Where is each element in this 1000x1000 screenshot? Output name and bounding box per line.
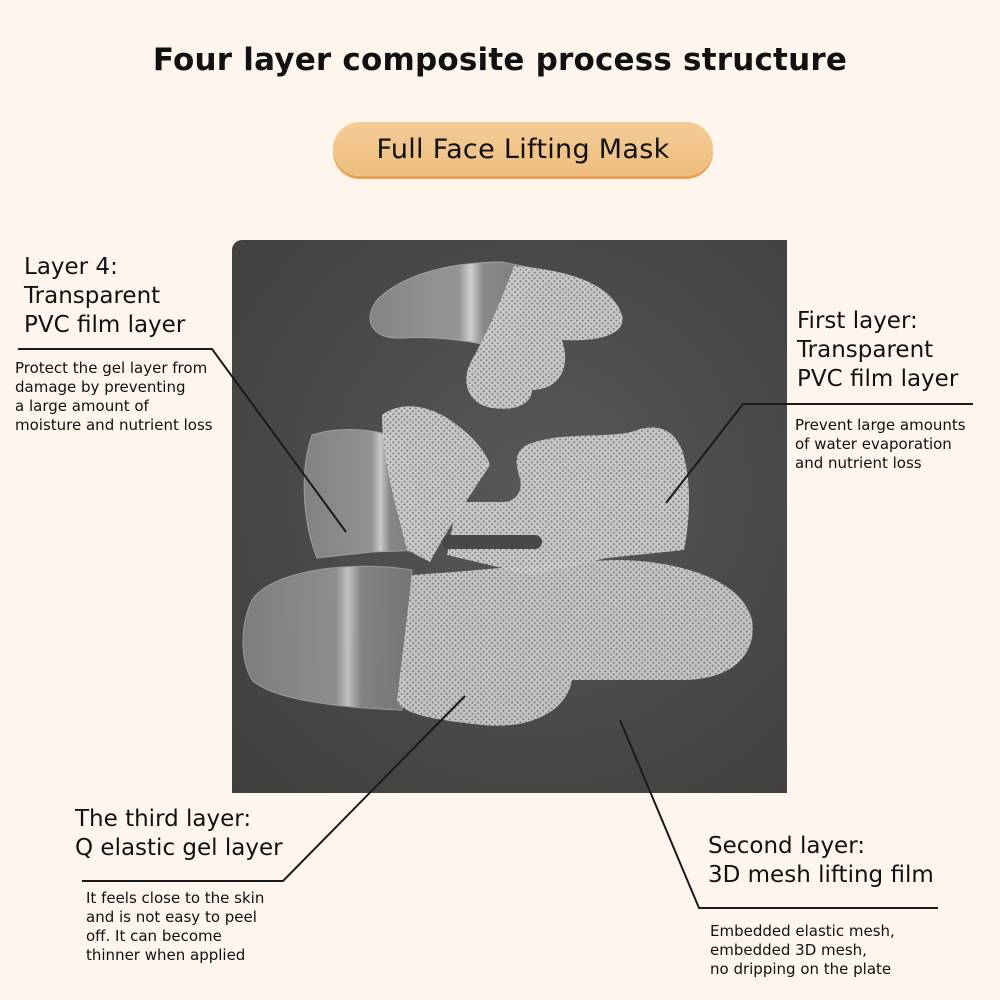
mask-layers-photo — [232, 240, 787, 793]
right-face-mesh-piece — [447, 427, 689, 575]
callout-layer3-description: It feels close to the skin and is not ea… — [86, 889, 265, 964]
callout-layer4-heading: Layer 4: Transparent PVC film layer — [24, 254, 186, 338]
callout-layer3-heading: The third layer: Q elastic gel layer — [75, 806, 283, 861]
page-title: Four layer composite process structure — [152, 42, 848, 78]
callout-layer2-heading: Second layer: 3D mesh lifting film — [708, 833, 934, 888]
left-mesh-flap — [382, 406, 490, 562]
callout-layer4-description: Protect the gel layer from damage by pre… — [15, 359, 213, 434]
chin-mesh-piece — [397, 560, 753, 726]
mask-pieces-illustration — [242, 261, 753, 726]
callout-layer2-description: Embedded elastic mesh, embedded 3D mesh,… — [710, 922, 895, 978]
eye-slot — [442, 535, 542, 549]
callout-layer1-description: Prevent large amounts of water evaporati… — [795, 416, 966, 472]
chin-film-piece — [242, 565, 413, 711]
callout-layer1-heading: First layer: Transparent PVC film layer — [797, 308, 959, 392]
product-badge-label: Full Face Lifting Mask — [376, 133, 670, 165]
product-badge: Full Face Lifting Mask — [333, 122, 713, 176]
forehead-mesh-piece — [466, 266, 623, 409]
